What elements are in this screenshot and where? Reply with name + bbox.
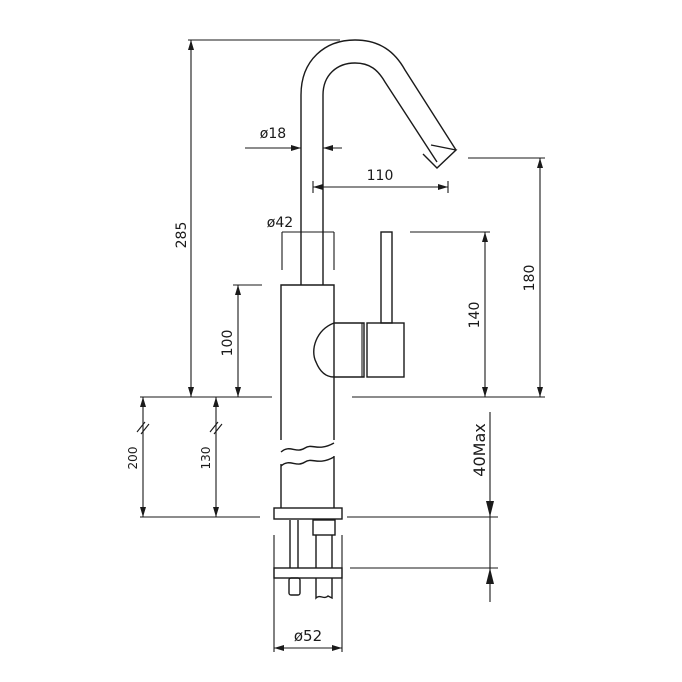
- dim-label-180: 180: [522, 265, 538, 292]
- dim-label-285: 285: [174, 222, 190, 249]
- dim-label-110: 110: [367, 168, 394, 184]
- lever: [380, 231, 393, 324]
- dim-label-130: 130: [199, 447, 213, 470]
- extension-lines: [140, 39, 545, 652]
- body: [273, 284, 343, 520]
- dim-label-base-diameter: ø52: [294, 627, 322, 645]
- mounting-kit: [273, 519, 343, 600]
- dimension-lines: [136, 40, 543, 651]
- dim-label-spout-diameter: ø18: [260, 126, 286, 142]
- hex-nut: [312, 519, 336, 536]
- fixing-plate: [273, 567, 343, 579]
- spout: [300, 39, 458, 285]
- dim-label-body-diameter: ø42: [267, 215, 293, 231]
- spout-aerator: [422, 144, 458, 169]
- dim-label-40max: 40Max: [470, 423, 489, 476]
- dim-label-200: 200: [126, 447, 140, 470]
- handle: [313, 231, 405, 378]
- dim-label-100: 100: [220, 330, 236, 357]
- base-flange: [273, 507, 343, 520]
- dim-label-140: 140: [467, 302, 483, 329]
